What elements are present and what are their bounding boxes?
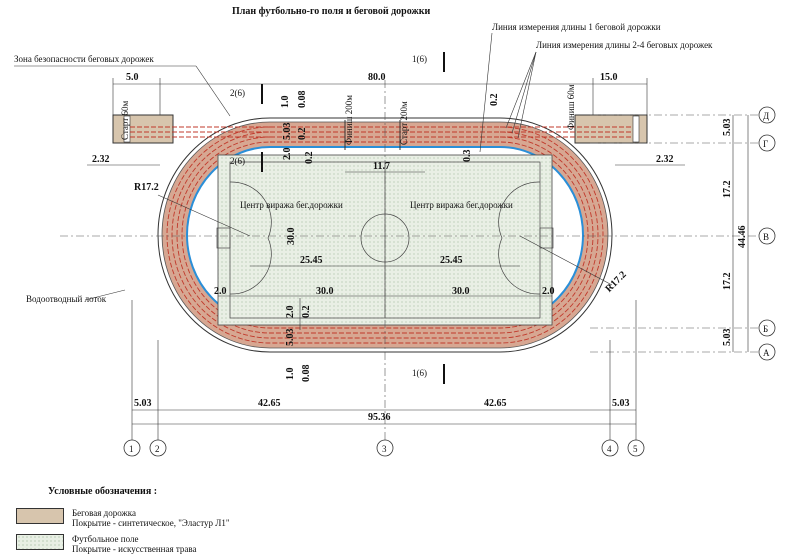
apron-left bbox=[112, 114, 174, 144]
section-mark-left-1: 2(6) bbox=[230, 88, 245, 98]
row-axis-b: Б bbox=[763, 324, 768, 334]
radius-right: R17.2 bbox=[604, 269, 629, 294]
section-mark-top: 1(6) bbox=[412, 54, 427, 64]
site-plan-drawing: План футбольно-го поля и беговой дорожки bbox=[14, 6, 776, 457]
dim-bottom-42-65-right: 42.65 bbox=[484, 398, 507, 409]
legend-item-field: Футбольное поле Покрытие - искусственная… bbox=[16, 534, 197, 554]
drawing-title: План футбольно-го поля и беговой дорожки bbox=[232, 6, 430, 17]
dim-half-30-left: 30.0 bbox=[316, 286, 334, 297]
dim-half-25-45-left: 25.45 bbox=[300, 255, 323, 266]
legend-title: Условные обозначения : bbox=[48, 486, 158, 497]
lane-lines bbox=[166, 126, 604, 344]
label-measure-line-2-4: Линия измерения длины 2-4 беговых дороже… bbox=[536, 40, 713, 50]
field-swatch bbox=[16, 534, 64, 550]
row-axis-markers bbox=[758, 106, 776, 361]
dim-bottom-42-65-left: 42.65 bbox=[258, 398, 281, 409]
dim-11-7: 11.7 bbox=[373, 161, 390, 172]
legend: Условные обозначения : Беговая дорожка П… bbox=[16, 486, 436, 554]
row-axis-g: Г bbox=[763, 139, 768, 149]
label-measure-line-1: Линия измерения длины 1 беговой дорожки bbox=[492, 22, 661, 32]
dim-5-03-top: 5.03 bbox=[282, 123, 293, 141]
dim-right-apron: 15.0 bbox=[600, 72, 618, 83]
column-axis-markers bbox=[123, 439, 645, 457]
label-curve-center-right: Центр виража бег.дорожки bbox=[410, 200, 513, 210]
section-mark-left-2: 2(6) bbox=[230, 156, 245, 166]
dim-right-offset: 2.32 bbox=[656, 154, 674, 165]
label-curve-center-left: Центр виража бег.дорожки bbox=[240, 200, 343, 210]
dim-5-03-bottom: 5.03 bbox=[285, 329, 296, 347]
dim-top-length: 80.0 bbox=[368, 72, 386, 83]
dim-2-0-bottom: 2.0 bbox=[285, 306, 296, 319]
dim-bottom-total: 95.36 bbox=[368, 412, 391, 423]
dim-half-30-right: 30.0 bbox=[452, 286, 470, 297]
label-start-200: Старт 200м bbox=[399, 101, 409, 145]
column-axis-3: 3 bbox=[382, 444, 387, 454]
dim-0-2-top: 0.2 bbox=[297, 128, 308, 141]
dim-right-17-2-top: 17.2 bbox=[722, 181, 733, 199]
section-mark-bottom: 1(6) bbox=[412, 368, 427, 378]
dim-right-44-46: 44.46 bbox=[737, 226, 748, 249]
label-drain: Водоотводный лоток bbox=[26, 294, 107, 304]
dim-0-3: 0.3 bbox=[462, 150, 473, 163]
radius-left: R17.2 bbox=[134, 182, 159, 193]
column-axis-4: 4 bbox=[607, 444, 612, 454]
dim-0-2-mid: 0.2 bbox=[304, 152, 315, 165]
column-axis-2: 2 bbox=[155, 444, 160, 454]
dim-0-08-top: 0.08 bbox=[297, 91, 308, 109]
dim-1-0-bottom: 1.0 bbox=[285, 368, 296, 381]
dim-half-25-45-right: 25.45 bbox=[440, 255, 463, 266]
legend-field-name: Футбольное поле bbox=[72, 534, 139, 544]
label-start-60: Старт 60м bbox=[120, 101, 130, 140]
dim-2-0-top: 2.0 bbox=[282, 148, 293, 161]
label-finish-60: Финиш 60м bbox=[566, 84, 576, 130]
legend-track-name: Беговая дорожка bbox=[72, 508, 136, 518]
dim-left-offset: 2.32 bbox=[92, 154, 110, 165]
dim-field-width: 30.0 bbox=[286, 228, 297, 246]
track-swatch bbox=[16, 508, 64, 524]
dim-right-5-03-top: 5.03 bbox=[722, 119, 733, 137]
dim-0-08-bottom: 0.08 bbox=[301, 365, 312, 383]
dim-right-17-2-bottom: 17.2 bbox=[722, 273, 733, 291]
dim-1-0-top: 1.0 bbox=[280, 96, 291, 109]
dim-left-apron: 5.0 bbox=[126, 72, 139, 83]
legend-field-detail: Покрытие - искусственная трава bbox=[72, 544, 197, 554]
legend-item-track: Беговая дорожка Покрытие - синтетическое… bbox=[16, 508, 230, 528]
dim-right-5-03-bottom: 5.03 bbox=[722, 329, 733, 347]
column-axis-1: 1 bbox=[129, 444, 134, 454]
label-finish-200: Финиш 200м bbox=[344, 95, 354, 145]
dim-0-2-right: 0.2 bbox=[489, 94, 500, 107]
label-safety-zone: Зона безопасности беговых дорожек bbox=[14, 54, 154, 64]
dim-edge-2-0-right: 2.0 bbox=[542, 286, 555, 297]
dim-bottom-5-03-right: 5.03 bbox=[612, 398, 630, 409]
dim-edge-2-0-left: 2.0 bbox=[214, 286, 227, 297]
row-axis-d: Д bbox=[763, 111, 769, 121]
dim-0-2-bottom: 0.2 bbox=[301, 306, 312, 319]
legend-track-detail: Покрытие - синтетическое, "Эластур Л1" bbox=[72, 518, 230, 528]
dim-bottom-5-03-left: 5.03 bbox=[134, 398, 152, 409]
column-axis-5: 5 bbox=[633, 444, 638, 454]
row-axis-v: В bbox=[763, 232, 769, 242]
row-axis-a: А bbox=[763, 348, 770, 358]
